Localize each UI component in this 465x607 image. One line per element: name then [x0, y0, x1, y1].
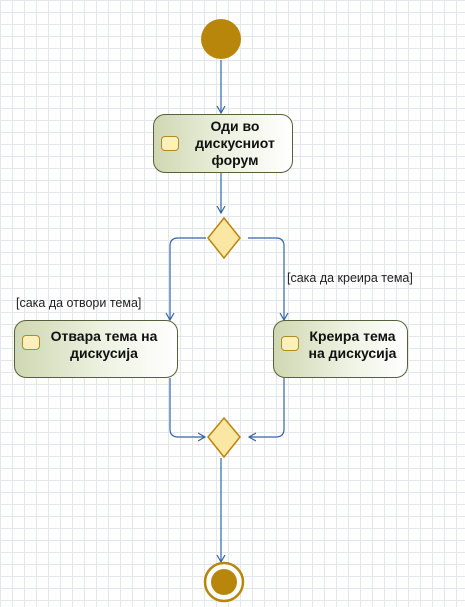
- flow-open-topic-to-merge: [169, 378, 205, 437]
- action-icon: [161, 136, 179, 151]
- guard-create-topic: [сака да креира тема]: [287, 271, 413, 285]
- action-create-topic[interactable]: Креира тема на дискусија: [273, 320, 408, 378]
- action-open-topic-label: Отвара тема на дискусија: [50, 328, 158, 361]
- action-icon: [22, 335, 40, 350]
- flow-decision-to-create-topic: [248, 237, 284, 320]
- action-create-topic-label: Креира тема на дискусија: [308, 328, 397, 361]
- flow-create-topic-to-merge: [249, 378, 285, 437]
- action-open-topic[interactable]: Отвара тема на дискусија: [14, 320, 178, 378]
- flow-decision-to-open-topic: [170, 237, 206, 320]
- action-open-forum-label: Оди во дискусниот форум: [195, 118, 275, 168]
- decision-node: [207, 216, 241, 260]
- final-node-core: [211, 569, 237, 595]
- merge-node: [207, 416, 241, 459]
- action-open-forum[interactable]: Оди во дискусниот форум: [153, 114, 293, 173]
- guard-open-topic: [сака да отвори тема]: [16, 296, 142, 310]
- initial-node: [201, 19, 241, 59]
- action-icon: [281, 336, 299, 351]
